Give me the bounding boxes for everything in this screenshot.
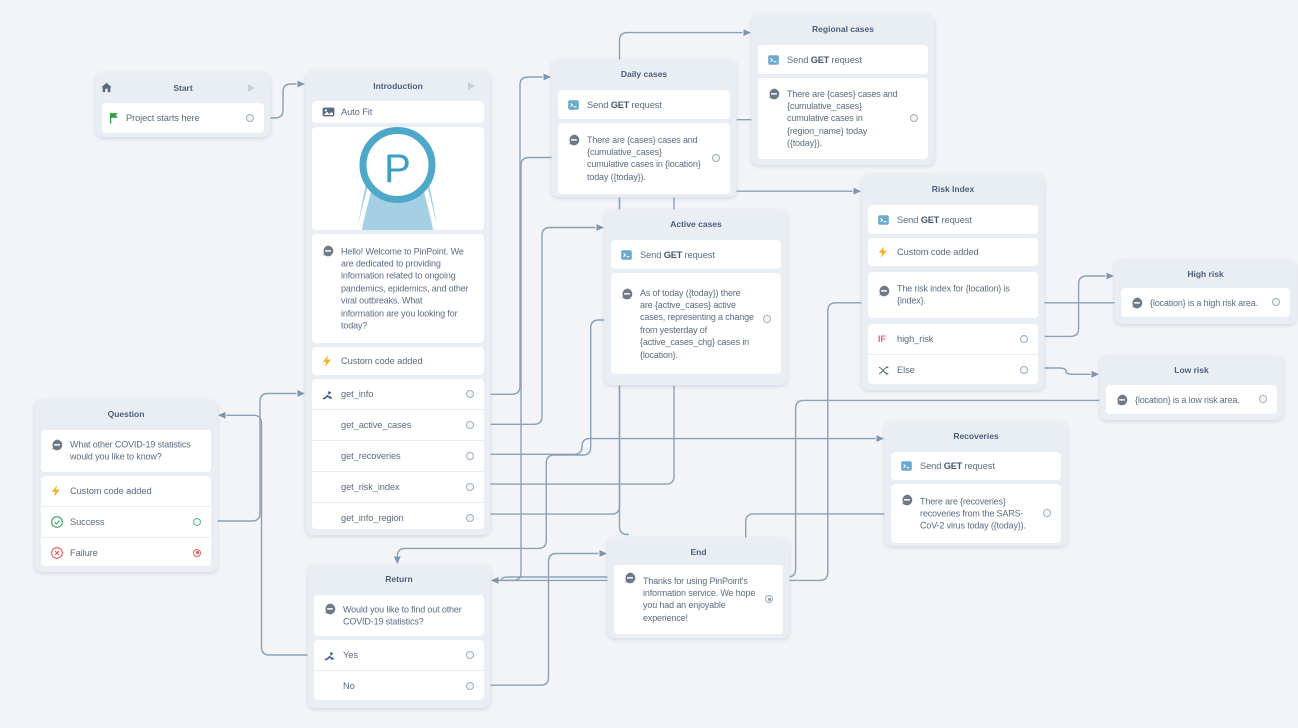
svg-text:P: P <box>384 147 411 191</box>
